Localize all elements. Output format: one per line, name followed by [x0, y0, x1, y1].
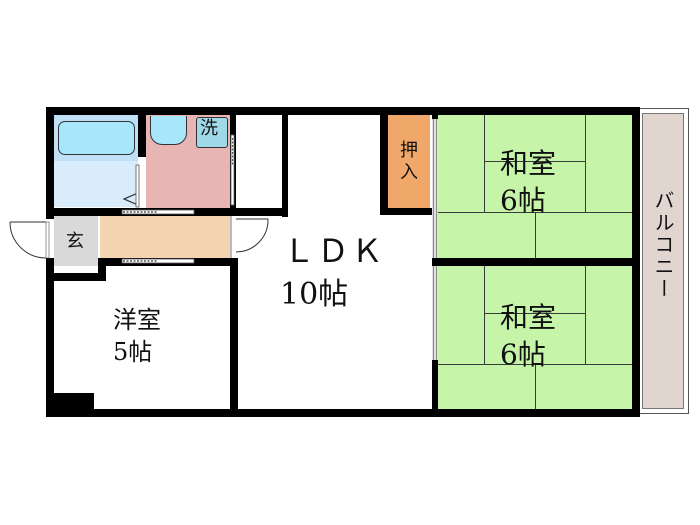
washer-box [196, 117, 228, 148]
bath-door-icon [122, 192, 139, 206]
toilet-door [230, 134, 235, 206]
ldk-size: 10帖 [280, 277, 349, 312]
bathtub [58, 121, 135, 155]
wall-entrance-step [98, 258, 106, 274]
wall-top [46, 107, 640, 115]
wall-japanese-divider [432, 258, 640, 266]
tatami-seam [535, 212, 537, 258]
tatami-seam [484, 114, 486, 212]
japanese-room-2-label: 和室 [500, 301, 557, 334]
entrance [54, 216, 98, 274]
bath-door [135, 164, 140, 208]
japanese-room-1-sliding-door [432, 119, 438, 258]
wall-closet-bottom [380, 208, 432, 215]
ldk-door-icon [230, 216, 269, 258]
wall-entrance-bottom [46, 273, 106, 281]
washer-label: 洗 [200, 118, 218, 139]
wall-left-upper [46, 107, 54, 219]
closet-label-1: 押入 [400, 140, 418, 183]
pillar [54, 393, 94, 409]
washroom-sliding-door [121, 209, 195, 215]
tatami-seam [484, 161, 585, 163]
tatami-seam [484, 313, 585, 315]
hallway [100, 216, 230, 258]
ldk-label: ＬＤＫ [283, 232, 386, 270]
tatami-seam [535, 364, 537, 410]
japanese-room-2-sliding-door [432, 266, 438, 360]
wall-western-ldk [230, 258, 238, 417]
tatami-seam [585, 266, 587, 364]
washbasin [150, 116, 187, 145]
wall-closet-left [380, 107, 388, 215]
japanese-room-1-label: 和室 [500, 147, 557, 180]
balcony [642, 113, 684, 409]
wall-bottom [46, 409, 640, 417]
wall-left-lower [46, 258, 54, 417]
wall-bath-wash [138, 107, 146, 157]
wall-toilet-kitchen [282, 107, 288, 217]
balcony-label: バルコニー [651, 190, 675, 300]
tatami-seam [585, 114, 587, 212]
entrance-label: 玄 [66, 231, 84, 252]
japanese-room-1-size: 6帖 [500, 184, 546, 217]
japanese-room-2-size: 6帖 [500, 338, 546, 371]
closet [388, 114, 430, 209]
entrance-door-icon [9, 221, 50, 259]
western-room-size: 5帖 [113, 338, 153, 366]
wall-japanese-left-bottom [432, 360, 438, 417]
western-room-label: 洋室 [113, 306, 161, 334]
western-room [54, 266, 230, 410]
tatami-seam [484, 266, 486, 364]
western-room-sliding-door [121, 258, 195, 264]
wall-japanese-left-top [432, 107, 438, 119]
